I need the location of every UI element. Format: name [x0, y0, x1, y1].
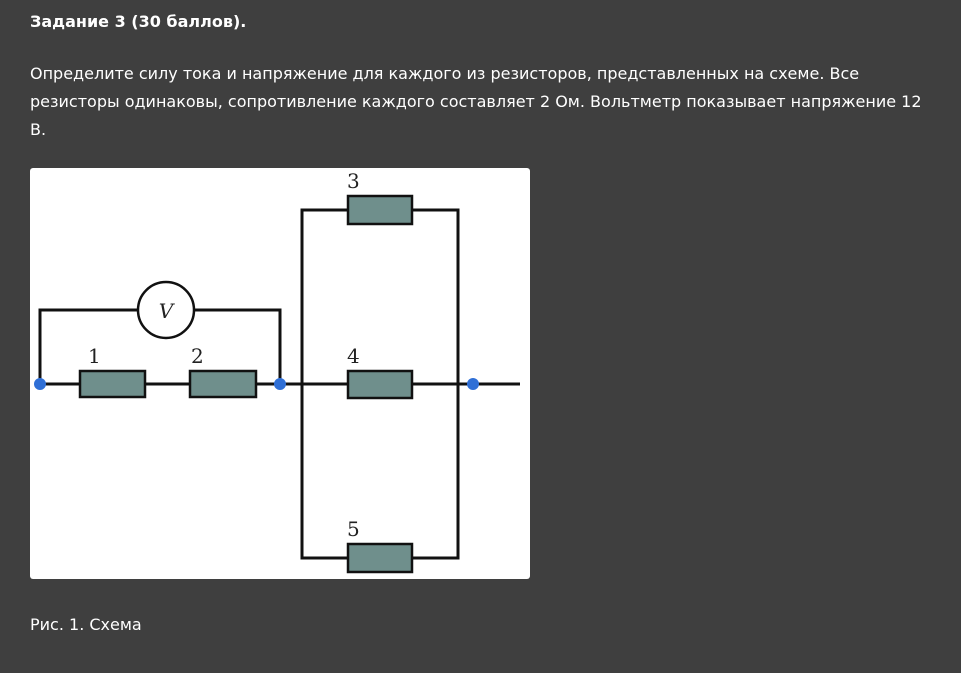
wire-voltmeter-left	[38, 308, 138, 384]
resistor-5-label: 5	[347, 517, 360, 541]
task-text: Определите силу тока и напряжение для ка…	[30, 64, 922, 139]
resistor-1-label: 1	[88, 344, 101, 368]
wire-to-r3	[300, 208, 348, 384]
resistor-2-label: 2	[191, 344, 204, 368]
resistor-4	[346, 369, 414, 400]
task-title: Задание 3 (30 баллов).	[30, 12, 247, 31]
wires	[38, 208, 520, 560]
resistor-3	[346, 194, 414, 226]
node-middle	[274, 378, 286, 390]
figure-caption: Рис. 1. Схема	[30, 615, 142, 634]
voltmeter-icon	[136, 280, 196, 340]
resistor-1	[78, 369, 147, 399]
circuit-figure: V 1 2 3 4 5	[30, 168, 530, 579]
circuit-diagram: V 1 2 3 4 5	[34, 169, 520, 574]
resistor-5	[346, 542, 414, 574]
wire-right-bus	[412, 208, 460, 560]
resistors	[78, 194, 414, 574]
node-right	[467, 378, 479, 390]
resistor-4-label: 4	[347, 344, 360, 368]
nodes	[34, 378, 479, 390]
wire-voltmeter-right	[194, 308, 282, 384]
resistor-3-label: 3	[347, 169, 360, 193]
voltmeter-label: V	[159, 299, 176, 323]
resistor-2	[188, 369, 258, 399]
wire-to-r5	[300, 384, 348, 560]
node-left	[34, 378, 46, 390]
